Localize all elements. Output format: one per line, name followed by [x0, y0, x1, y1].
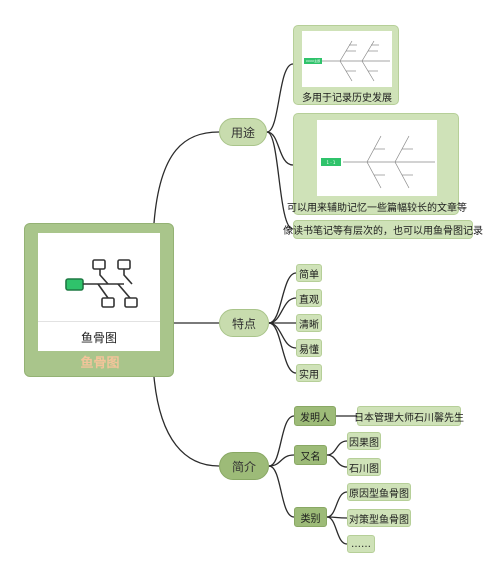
branch-uses[interactable]: 用途 — [219, 118, 267, 146]
fishbone-diagram-icon — [321, 135, 435, 189]
thumb-label: 1 · 1 — [326, 159, 336, 165]
root-caption: 鱼骨图 — [38, 321, 160, 352]
uses-card-1[interactable]: XXXX主题 多用于记录历史发展 — [293, 25, 399, 105]
feature-item[interactable]: 实用 — [296, 364, 322, 382]
root-image-frame: 鱼骨图 — [38, 233, 160, 351]
intro-inventor-value[interactable]: 日本管理大师石川馨先生 — [354, 406, 464, 426]
fishbone-diagram-icon — [304, 40, 390, 82]
uses-note[interactable]: 像读书笔记等有层次的，也可以用鱼骨图记录 — [283, 220, 483, 239]
intro-category-value[interactable]: 对策型鱼骨图 — [347, 509, 411, 527]
connector-uses-note — [266, 131, 294, 230]
feature-item[interactable]: 易懂 — [296, 339, 322, 357]
uses-card-2-caption: 可以用来辅助记忆一些篇幅较长的文章等 — [287, 202, 467, 214]
connector-alias-2 — [326, 454, 348, 468]
connector-intro-category — [268, 465, 295, 518]
feature-item[interactable]: 直观 — [296, 289, 322, 307]
connector-category-3 — [326, 516, 348, 545]
intro-category-value[interactable]: 原因型鱼骨图 — [347, 483, 411, 501]
branch-features[interactable]: 特点 — [219, 309, 269, 337]
feature-item[interactable]: 清晰 — [296, 314, 322, 332]
connector-intro-inventor — [268, 415, 295, 467]
connector-feature-1 — [268, 272, 297, 324]
intro-alias-label[interactable]: 又名 — [294, 445, 327, 465]
thumb-label: XXXX主题 — [305, 59, 321, 63]
branch-intro[interactable]: 简介 — [219, 452, 269, 480]
connector-category-1 — [326, 491, 348, 518]
fishbone-thumbnail-2: 1 · 1 — [317, 120, 437, 196]
uses-card-1-caption: 多用于记录历史发展 — [302, 92, 392, 104]
uses-card-2[interactable]: 1 · 1 可以用来辅助记忆一些篇幅较长的文章等 — [287, 113, 467, 215]
connector-feature-5 — [268, 322, 297, 374]
connector-feature-4 — [268, 322, 297, 349]
fishbone-icon — [65, 259, 138, 308]
intro-alias-value[interactable]: 石川图 — [347, 458, 381, 476]
intro-inventor-label[interactable]: 发明人 — [294, 406, 336, 426]
connector-root-uses — [153, 131, 220, 224]
connector-feature-2 — [268, 297, 297, 324]
connector-intro-alias — [268, 454, 295, 467]
root-title: 鱼骨图 — [80, 355, 120, 371]
intro-alias-value[interactable]: 因果图 — [347, 432, 381, 450]
connector-root-intro — [153, 376, 220, 467]
feature-item[interactable]: 简单 — [296, 264, 322, 282]
connector-alias-1 — [326, 440, 348, 456]
root-node[interactable]: 鱼骨图 鱼骨图 — [24, 223, 174, 377]
intro-category-label[interactable]: 类别 — [294, 507, 327, 527]
intro-category-value[interactable]: …… — [347, 535, 375, 553]
connector-uses-card1 — [266, 63, 294, 133]
fishbone-thumbnail-1: XXXX主题 — [302, 31, 392, 87]
